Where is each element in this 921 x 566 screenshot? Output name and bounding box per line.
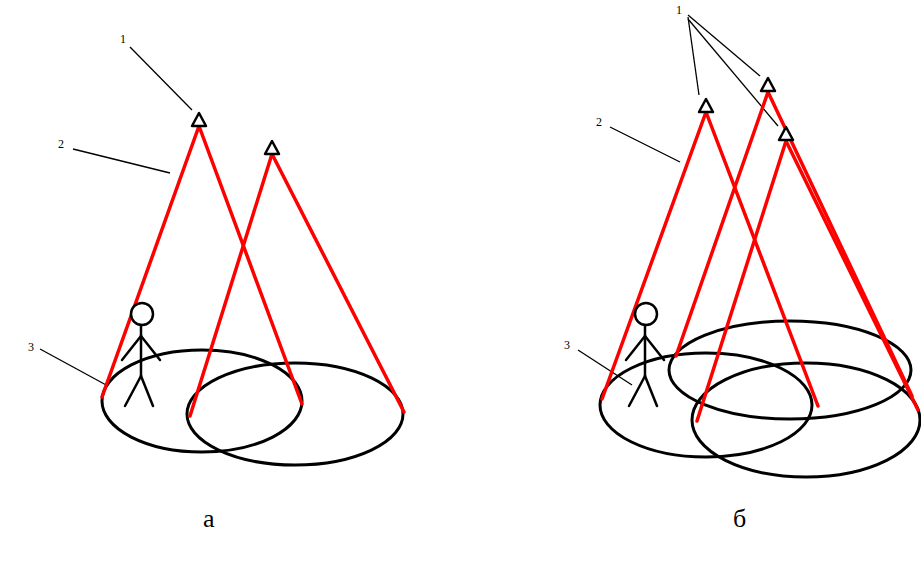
callout-number: 3 [28,341,34,353]
leader-lines [40,15,778,386]
beam-lines [102,92,918,421]
callout-number: 2 [58,138,64,150]
sensor-symbols [192,78,793,154]
person-figures [122,303,664,406]
callout-number: 1 [120,33,126,45]
callout-number: 2 [596,116,602,128]
coverage-ellipses [102,321,920,477]
callout-number: 1 [676,4,682,16]
panel-letter: а [203,506,215,532]
panel-letter: б [733,506,746,532]
callout-number: 3 [564,339,570,351]
